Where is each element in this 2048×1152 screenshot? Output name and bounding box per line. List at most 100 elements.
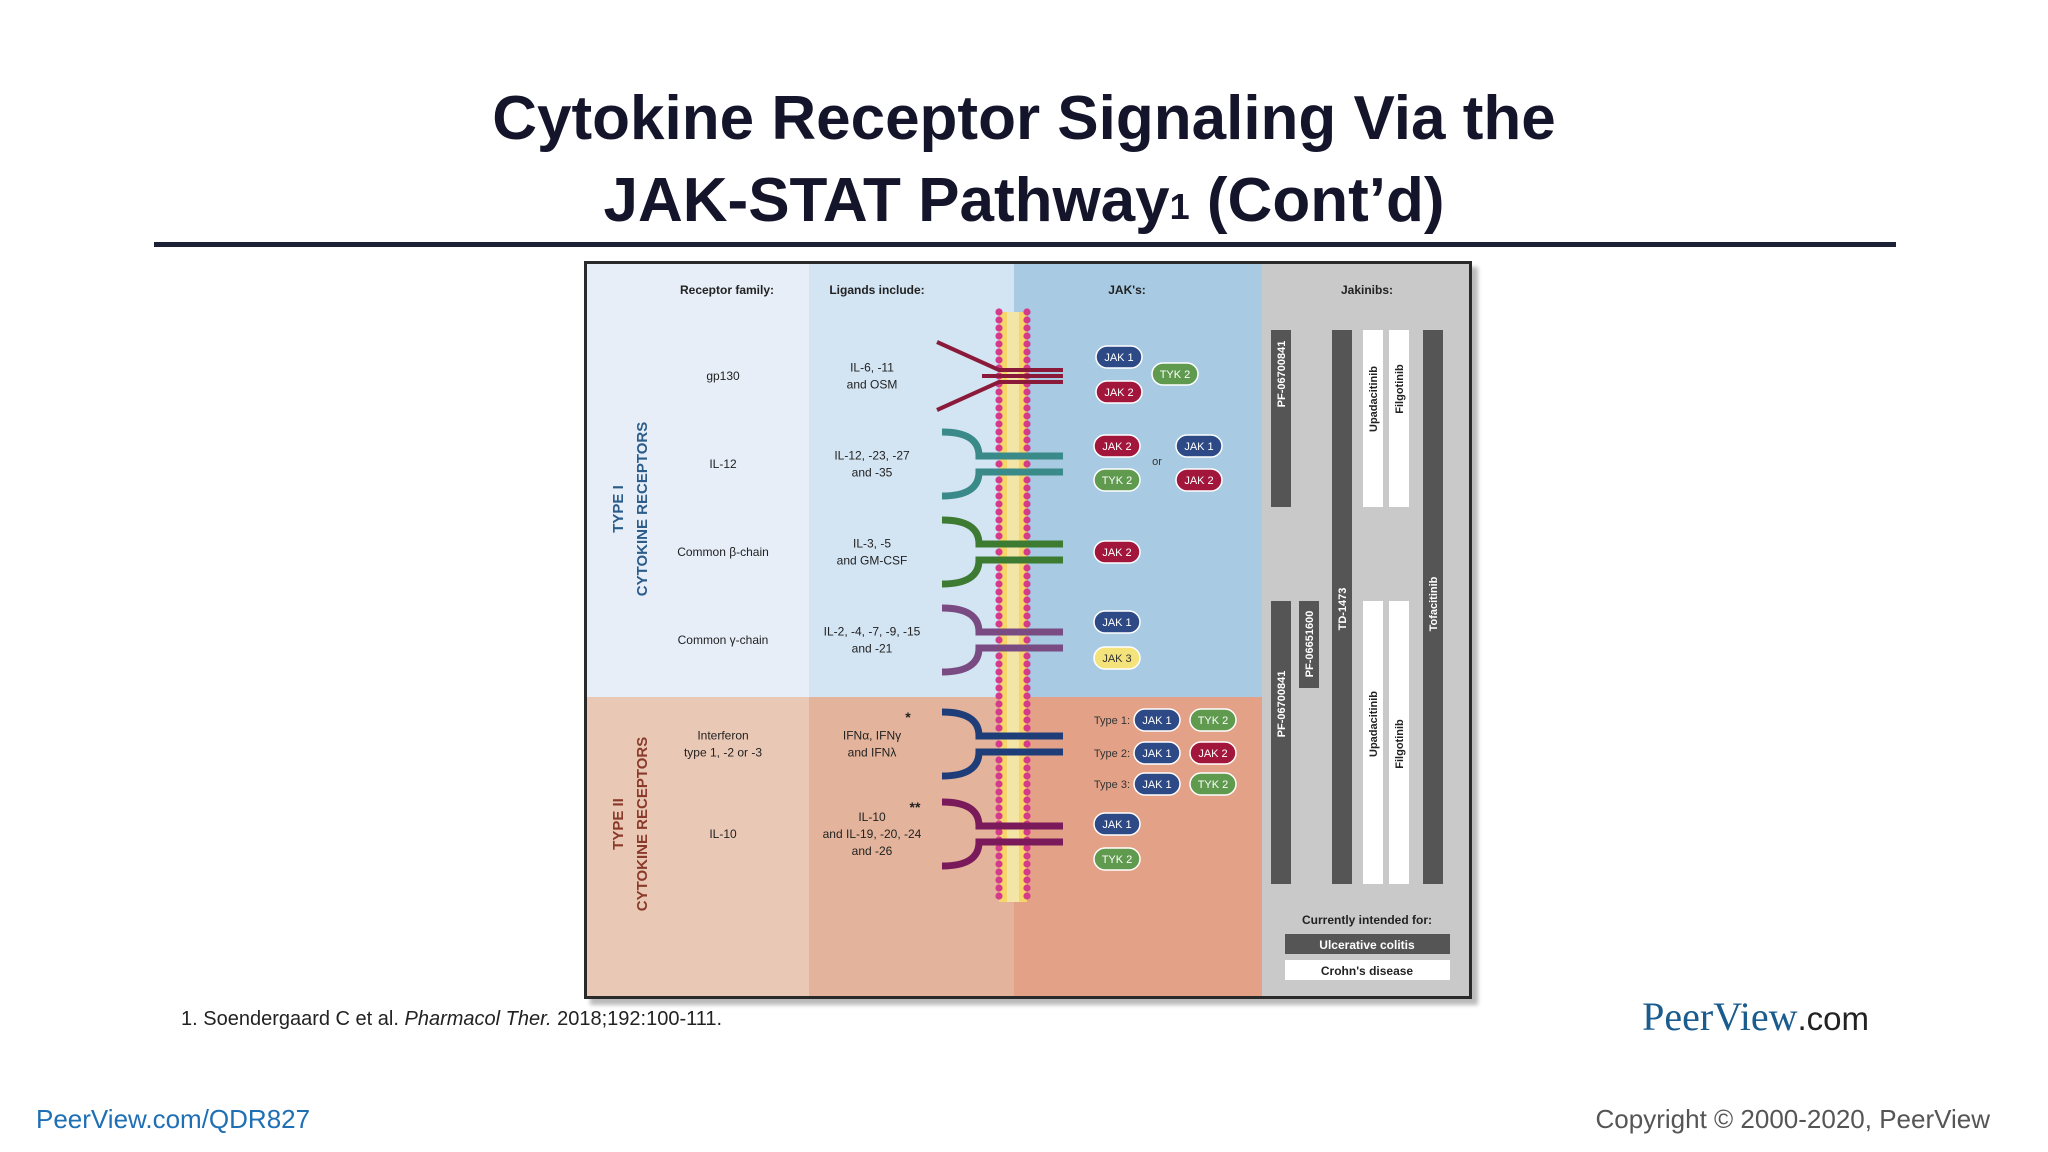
- type2-label-line2: CYTOKINE RECEPTORS: [634, 737, 651, 911]
- footer-copyright: Copyright © 2000-2020, PeerView: [1595, 1104, 1990, 1134]
- lipid-head: [995, 604, 1003, 612]
- lipid-head: [1023, 324, 1031, 332]
- lipid-head: [1023, 604, 1031, 612]
- receptor-chain: [941, 798, 1063, 830]
- ligand-label: IL-12, -23, -27: [834, 449, 910, 463]
- lipid-head: [1023, 724, 1031, 732]
- lipid-head: [1023, 316, 1031, 324]
- lipid-head: [1023, 308, 1031, 316]
- jakinib-label-group: PF-06651600: [1304, 611, 1316, 678]
- lipid-head: [995, 396, 1003, 404]
- lipid-head: [1023, 772, 1031, 780]
- footer-url-link[interactable]: PeerView.com/QDR827: [36, 1104, 311, 1134]
- logo-main: PeerView: [1642, 994, 1798, 1039]
- lipid-head: [1023, 676, 1031, 684]
- tyk2-pill: [1151, 362, 1199, 386]
- lipid-head: [995, 332, 1003, 340]
- lipid-head: [1023, 884, 1031, 892]
- lipid-head: [1023, 692, 1031, 700]
- jakinib-label-group: PF-06700841: [1276, 671, 1288, 738]
- jakinib-label-group: Tofacitinib: [1428, 576, 1440, 631]
- jakinib-label-pf067: PF-06700841: [1276, 671, 1288, 738]
- receptor-family-label: Interferon: [697, 729, 748, 743]
- legend-cd-label: Crohn's disease: [1321, 964, 1414, 978]
- lipid-head: [995, 572, 1003, 580]
- lipid-head: [1023, 668, 1031, 676]
- tyk2-pill: [1093, 468, 1141, 492]
- lipid-head: [995, 524, 1003, 532]
- tyk2-pill: [1189, 772, 1237, 796]
- header-jaks: JAK's:: [1108, 283, 1146, 297]
- lipid-head: [995, 708, 1003, 716]
- receptor-family-label: Common β-chain: [677, 545, 769, 559]
- lipid-head: [1023, 812, 1031, 820]
- lipid-head: [1023, 524, 1031, 532]
- lipid-head: [1023, 588, 1031, 596]
- jakinib-label-group: Filgotinib: [1394, 719, 1406, 769]
- lipid-head: [995, 660, 1003, 668]
- lipid-head: [995, 508, 1003, 516]
- figure-canvas: Receptor family: Ligands include: JAK's:…: [587, 264, 1469, 996]
- lipid-head: [995, 668, 1003, 676]
- jak1-pill: [1095, 345, 1143, 369]
- lipid-head: [1023, 620, 1031, 628]
- lipid-head: [1023, 564, 1031, 572]
- type1-label-line1: TYPE I: [610, 485, 627, 533]
- lipid-head: [995, 868, 1003, 876]
- jak1-pill: [1175, 434, 1223, 458]
- jak1-pill-label: JAK 1: [1104, 352, 1133, 364]
- lipid-head: [1023, 500, 1031, 508]
- lipid-head: [1023, 684, 1031, 692]
- receptor-chain: [941, 748, 1063, 780]
- jakinib-bar-filgo: [1389, 330, 1409, 507]
- lipid-head: [995, 636, 1003, 644]
- slide-title: Cytokine Receptor Signaling Via the JAK-…: [0, 78, 2048, 242]
- lipid-head: [995, 796, 1003, 804]
- lipid-head: [1023, 860, 1031, 868]
- receptor-chain: [941, 556, 1063, 588]
- jakinib-label-group: Filgotinib: [1394, 364, 1406, 414]
- jakinib-label-group: TD-1473: [1337, 588, 1349, 631]
- lipid-head: [1023, 700, 1031, 708]
- type2-ligand-panel: [809, 697, 1014, 996]
- ligand-label: IL-3, -5: [853, 537, 891, 551]
- jakinib-label-group: Upadacitinib: [1368, 691, 1380, 757]
- lipid-head: [1023, 436, 1031, 444]
- receptor-chain: [941, 838, 1063, 870]
- legend-uc-swatch: [1285, 934, 1450, 954]
- ligand-label: and IL-19, -20, -24: [823, 827, 922, 841]
- jak-annotation: Type 1:: [1094, 715, 1130, 727]
- tyk2-pill: [1093, 847, 1141, 871]
- jak2-pill-label: JAK 2: [1104, 387, 1133, 399]
- jakinib-label-filgo: Filgotinib: [1394, 719, 1406, 769]
- lipid-head: [995, 612, 1003, 620]
- lipid-head: [995, 852, 1003, 860]
- jak2-pill-label: JAK 2: [1198, 748, 1227, 760]
- lipid-head: [995, 788, 1003, 796]
- lipid-head: [1023, 340, 1031, 348]
- tyk2-pill-label: TYK 2: [1102, 475, 1133, 487]
- lipid-head: [995, 308, 1003, 316]
- lipid-head: [995, 348, 1003, 356]
- cell-membrane: [995, 308, 1031, 902]
- tyk2-pill-label: TYK 2: [1198, 715, 1229, 727]
- jak1-pill-label: JAK 1: [1142, 748, 1171, 760]
- lipid-head: [995, 892, 1003, 900]
- receptor-chain: [936, 380, 1063, 412]
- lipid-head: [1023, 348, 1031, 356]
- reference-journal: Pharmacol Ther.: [404, 1008, 552, 1030]
- lipid-head: [995, 588, 1003, 596]
- receptor-chain: [941, 468, 1063, 500]
- title-divider: [154, 242, 1896, 247]
- tyk2-pill-label: TYK 2: [1102, 854, 1133, 866]
- tyk2-pill-label: TYK 2: [1198, 779, 1229, 791]
- title-line-2-tail: (Cont’d): [1189, 166, 1445, 235]
- receptor-chain: [941, 604, 1063, 636]
- lipid-head: [1023, 708, 1031, 716]
- lipid-head: [1023, 428, 1031, 436]
- lipid-head: [995, 716, 1003, 724]
- jakinib-label-group: Upadacitinib: [1368, 366, 1380, 432]
- lipid-head: [995, 484, 1003, 492]
- lipid-head: [1023, 660, 1031, 668]
- header-receptor-family: Receptor family:: [680, 283, 774, 297]
